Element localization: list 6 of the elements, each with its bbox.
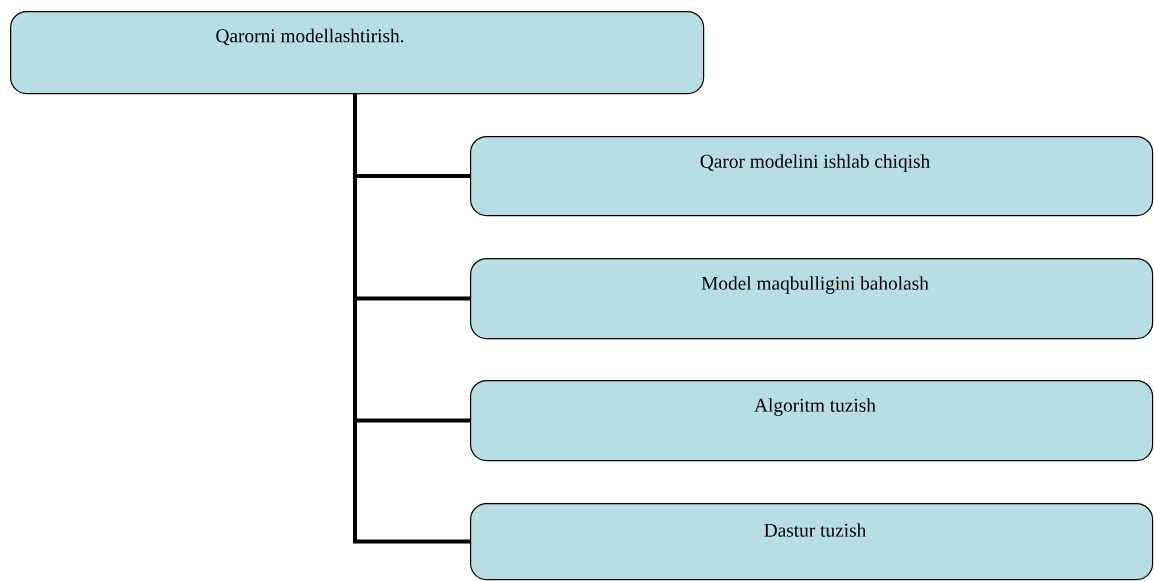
connector-line [353,94,470,544]
process-box: Dastur tuzish [470,503,1154,581]
process-box: Qarorni modellashtirish. [10,11,705,95]
process-box: Algoritm tuzish [470,380,1154,462]
process-box: Qaror modelini ishlab chiqish [470,136,1154,217]
process-box: Model maqbulligini baholash [470,258,1154,340]
